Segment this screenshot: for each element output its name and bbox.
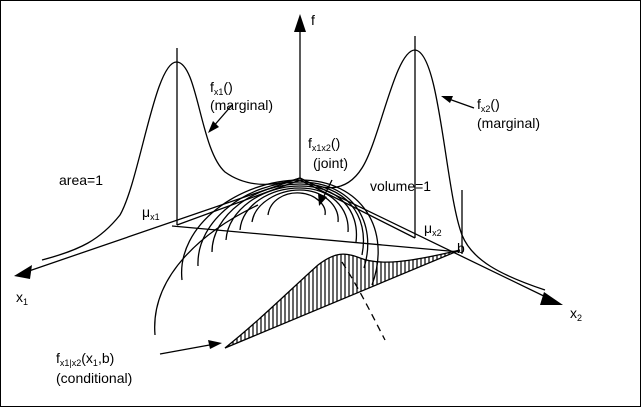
- fx2-label: fx2(): [477, 96, 500, 114]
- joint-contour: [225, 185, 358, 243]
- fx1-marginal-curve: [41, 61, 301, 261]
- x1-axis-arrow: [14, 265, 32, 279]
- fx1-note: (marginal): [210, 97, 274, 113]
- f-axis-arrow: [294, 14, 306, 32]
- b-base-line: [171, 225, 461, 253]
- joint-note: (joint): [313, 155, 349, 171]
- joint-label: fx1x2(): [308, 135, 341, 153]
- fx2-note: (marginal): [477, 115, 541, 131]
- cond-pointer: [159, 343, 216, 355]
- joint-contour: [251, 189, 339, 223]
- conditional-label: fx1|x2(x1,b): [56, 350, 115, 368]
- conditional-note: (conditional): [56, 370, 133, 386]
- base-line-x1: [176, 179, 301, 226]
- x1-axis-label: x1: [16, 289, 29, 307]
- x2-axis-arrow: [540, 292, 563, 305]
- joint-outer: [154, 204, 259, 336]
- fx2-pointer-arrow: [441, 96, 453, 103]
- cond-pointer-arrow: [208, 340, 222, 349]
- fx1-pointer-arrow: [208, 121, 219, 133]
- mu-x2-label: μx2: [424, 220, 442, 238]
- x1-axis: [25, 177, 301, 273]
- x2-axis-label: x2: [570, 305, 583, 323]
- joint-pointer-arrow: [318, 193, 327, 206]
- joint-contour: [211, 183, 364, 256]
- conditional-hatching: [225, 250, 460, 348]
- joint-contour: [181, 179, 379, 286]
- mu-x1-label: μx1: [142, 204, 160, 222]
- fx2-marginal-curve: [299, 49, 546, 291]
- f-axis-label: f: [311, 12, 315, 28]
- joint-contour: [197, 181, 369, 269]
- x2-axis: [299, 177, 553, 301]
- joint-contour: [267, 192, 326, 216]
- volume-label: volume=1: [370, 178, 432, 194]
- fx1-label: fx1(): [210, 79, 233, 97]
- b-label: b: [457, 240, 465, 256]
- area-label: area=1: [59, 172, 103, 188]
